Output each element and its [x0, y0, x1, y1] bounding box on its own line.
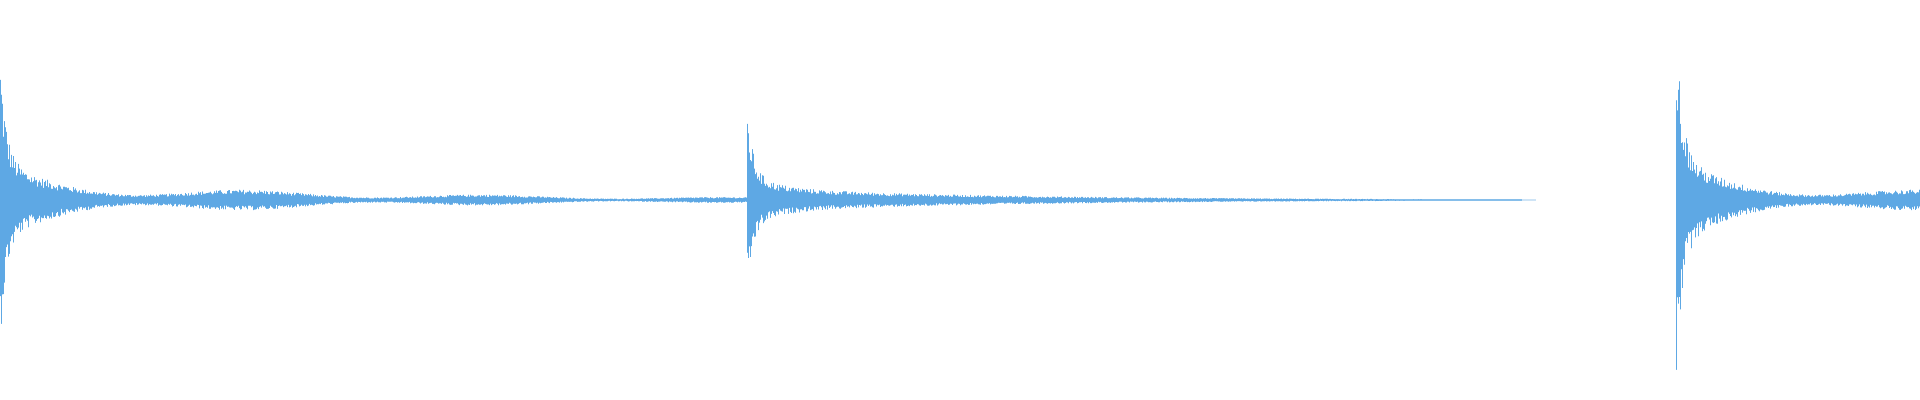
- waveform-path: [0, 79, 1920, 370]
- waveform-lines: [0, 79, 1920, 370]
